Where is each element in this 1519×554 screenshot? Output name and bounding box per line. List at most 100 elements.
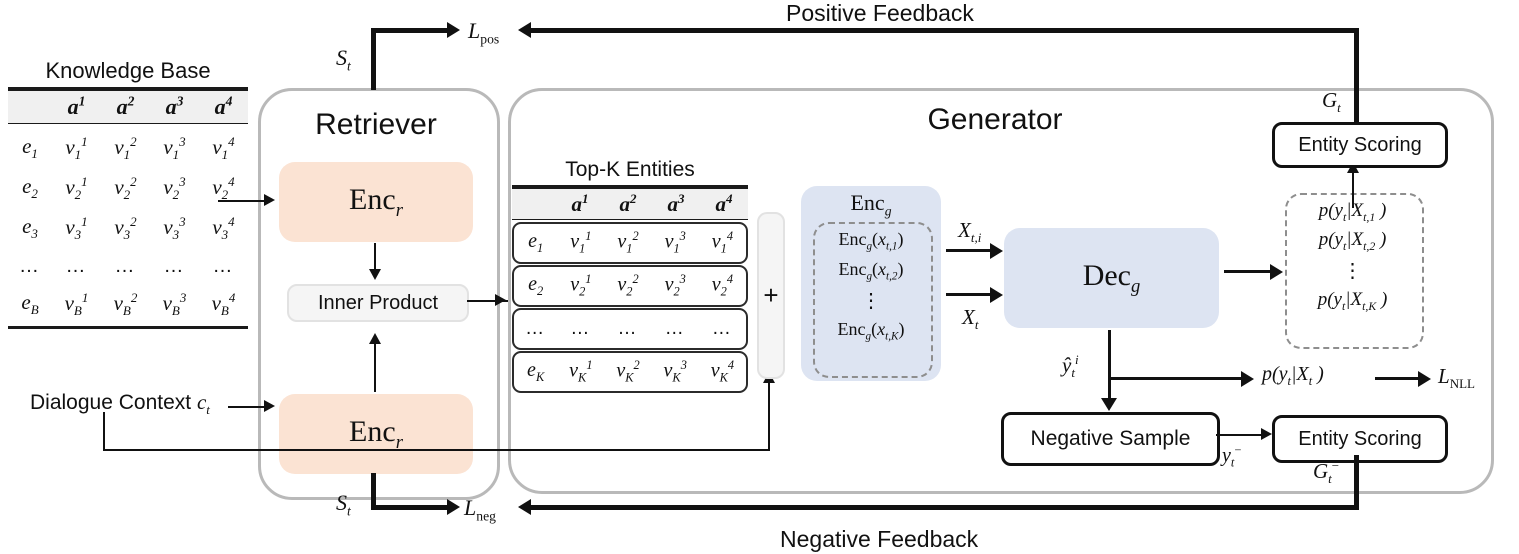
kb-body: e1 v11 v12 v13 v14 e2 v21 v22 v23 v24 e3… [8, 124, 248, 330]
arrowhead-right [1270, 264, 1283, 280]
edge-ctx-to-plus-v [768, 382, 771, 451]
topk-col-a3: a3 [667, 191, 685, 216]
inner-product-box[interactable]: Inner Product [287, 284, 469, 322]
entity-scoring-top[interactable]: Entity Scoring [1272, 122, 1448, 168]
list-item[interactable]: … … … … … [512, 308, 748, 350]
kb-col-a1: a1 [67, 94, 86, 120]
label-X-t: Xt [962, 305, 979, 333]
list-item[interactable]: e2 v21 v22 v23 v24 [512, 265, 748, 307]
arrowhead-right [1261, 428, 1272, 440]
kb-col-a2: a2 [116, 94, 135, 120]
edge-St-right-bottom [371, 505, 451, 510]
edge-Gt-up [1354, 28, 1359, 124]
label-y-hat: ŷti [1062, 352, 1079, 381]
edge-St-up [371, 28, 376, 90]
list-item[interactable]: eK vK1 vK2 vK3 vK4 [512, 351, 748, 393]
concat-plus-bar[interactable]: + [757, 212, 785, 379]
negative-sample-label: Negative Sample [1030, 427, 1191, 450]
edge-ctx-branch-h [103, 449, 770, 452]
plus-symbol: + [763, 280, 779, 310]
encoder-r-bottom-label: Encr [349, 414, 403, 453]
topk-header-row: a1 a2 a3 a4 [512, 188, 748, 220]
list-item: Encg(xt,2) [838, 258, 904, 283]
encoder-g-box[interactable] [801, 186, 941, 381]
edge-enc-bottom-to-inner [374, 344, 377, 392]
label-G-t: Gt [1322, 88, 1341, 116]
arrowhead-right [990, 243, 1003, 259]
generator-panel [508, 88, 1494, 494]
list-item: p(yt|Xt,2 ) [1318, 229, 1387, 254]
retriever-title: Retriever [315, 108, 437, 141]
edge-kb-to-enc [218, 200, 266, 203]
label-y-neg: yt− [1222, 443, 1242, 470]
decoder-g-box[interactable]: Decg [1004, 228, 1219, 328]
decoder-g-label: Decg [1082, 258, 1141, 297]
label-G-t-neg: Gt− [1313, 458, 1340, 487]
table-row: e1 v11 v12 v13 v14 [22, 133, 235, 162]
arrowhead-down [1101, 398, 1117, 411]
vertical-ellipsis: ⋮ [861, 289, 881, 312]
encoder-g-title: Encg [850, 190, 892, 219]
edge-negsample-to-scoring [1216, 434, 1264, 437]
arrowhead-right [1241, 371, 1254, 387]
arrowhead-right [990, 287, 1003, 303]
knowledge-base-title: Knowledge Base [45, 58, 211, 83]
negative-sample-box[interactable]: Negative Sample [1001, 412, 1220, 466]
arrowhead-left [518, 499, 531, 515]
topk-entities: Top-K Entities a1 a2 a3 a4 e1 v11 v12 v1… [512, 158, 748, 393]
list-item: p(yt|Xt,K ) [1317, 288, 1388, 313]
entity-scoring-bottom-label: Entity Scoring [1298, 427, 1422, 450]
encoder-r-top-label: Encr [349, 182, 403, 221]
edge-yhat-to-prob-single [1108, 377, 1245, 380]
label-X-ti: Xt,i [958, 218, 982, 246]
generator-title: Generator [927, 103, 1063, 136]
kb-header-row: a1 a2 a3 a4 [8, 90, 248, 125]
edge-inner-to-topk [467, 300, 508, 303]
label-L-NLL: LNLL [1438, 364, 1475, 392]
prob-list: p(yt|Xt,1 ) p(yt|Xt,2 ) ⋮ p(yt|Xt,K ) [1285, 197, 1420, 315]
edge-enc-top-to-inner [374, 243, 377, 271]
topk-col-a2: a2 [619, 191, 637, 216]
vertical-ellipsis: ⋮ [1342, 259, 1363, 282]
edge-prob-to-lnll [1375, 377, 1422, 380]
knowledge-base: Knowledge Base a1 a2 a3 a4 e1 v11 v12 v1… [8, 58, 248, 330]
kb-col-a4: a4 [214, 94, 233, 120]
table-row: eB vB1 vB2 vB3 vB4 [21, 289, 236, 318]
list-item: p(yt|Xt,1 ) [1318, 200, 1387, 224]
label-L-pos: Lpos [468, 18, 500, 47]
edge-ctx-to-enc [228, 406, 266, 409]
label-S-t-bottom: St [336, 490, 351, 519]
edge-St-down [371, 473, 376, 507]
arrowhead-right [447, 499, 460, 515]
label-L-neg: Lneg [464, 495, 496, 524]
label-S-t-top: St [336, 45, 351, 74]
kb-col-a3: a3 [165, 94, 184, 120]
arrowhead-right [264, 400, 275, 412]
encoder-g-items-dashed-box [813, 222, 933, 378]
inner-product-label: Inner Product [317, 291, 439, 314]
prob-list-dashed-box [1285, 193, 1424, 349]
arrowhead-right [495, 294, 506, 306]
arrowhead-left [518, 22, 531, 38]
table-row: e2 v21 v22 v23 v24 [22, 173, 235, 202]
entity-scoring-bottom[interactable]: Entity Scoring [1272, 415, 1448, 463]
encoder-g-items: Encg(xt,1) Encg(xt,2) ⋮ Encg(xt,K) [813, 226, 929, 346]
list-item[interactable]: e1 v11 v12 v13 v14 [512, 222, 748, 264]
edge-ctx-branch-v [103, 412, 106, 451]
entity-scoring-top-label: Entity Scoring [1298, 133, 1422, 156]
encoder-r-top[interactable]: Encr [279, 162, 473, 242]
edge-problist-to-scoring [1352, 172, 1355, 208]
encoder-r-bottom[interactable]: Encr [279, 394, 473, 474]
dialogue-context-label: Dialogue Context ct [30, 390, 210, 418]
edge-encg-to-decg-1 [946, 249, 994, 252]
edge-decg-to-negsample [1108, 330, 1111, 402]
positive-feedback-label: Positive Feedback [786, 0, 974, 26]
edge-decg-to-problist [1224, 270, 1274, 273]
arrowhead-down [369, 269, 381, 280]
list-item: Encg(xt,K) [837, 318, 905, 343]
topk-col-a1: a1 [571, 191, 589, 216]
edge-negative-feedback [530, 505, 1356, 510]
arrowhead-right [1418, 371, 1431, 387]
arrowhead-right [264, 194, 275, 206]
